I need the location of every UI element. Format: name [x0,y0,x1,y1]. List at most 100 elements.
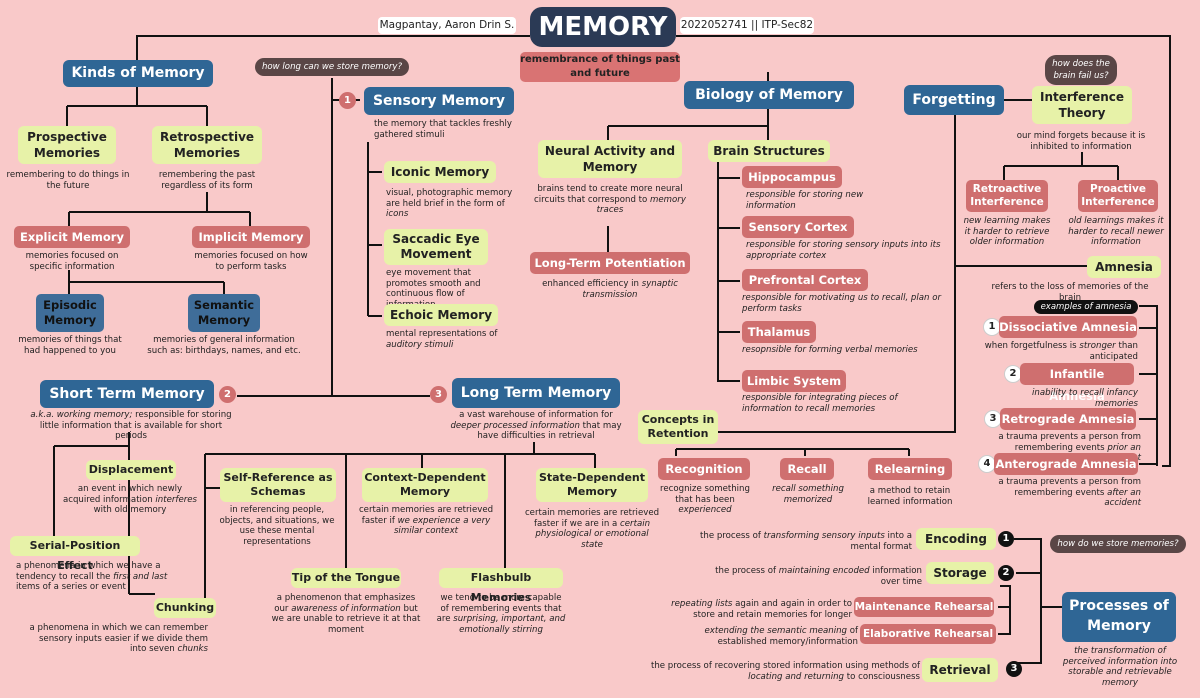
processes-of-memory-title: Processes of Memory [1062,592,1176,642]
self-reference-schemas-desc: in referencing people, objects, and situ… [219,505,335,547]
prospective-memories-desc: remembering to do things in the future [6,170,130,191]
flashbulb-memories-desc: we tend to be more capable of rememberin… [436,593,566,635]
sensory-memory-desc: the memory that tackles freshly gathered… [374,119,512,140]
relearning-desc: a method to retain learned information [867,486,953,507]
context-dependent-memory-label: Context-Dependent Memory [362,468,488,502]
recognition-label: Recognition [658,458,750,480]
short-term-memory-desc: a.k.a. working memory; responsible for s… [30,410,232,441]
relearning-label: Relearning [868,458,952,480]
concepts-in-retention-label: Concepts in Retention [638,410,718,444]
dissociative-amnesia-label: Dissociative Amnesia [999,316,1137,338]
retrograde-amnesia-label: Retrograde Amnesia [1000,408,1136,430]
hippocampus-desc: responsible for storing new information [746,190,864,211]
retrospective-memories-desc: remembering the past regardless of its f… [158,170,256,191]
processes-of-memory-desc: the transformation of perceived informat… [1062,646,1178,688]
interference-theory-label: Interference Theory [1032,86,1132,124]
retrieval-desc: the process of recovering stored informa… [650,661,920,682]
self-reference-schemas-label: Self-Reference as Schemas [220,468,336,502]
limbic-system-label: Limbic System [742,370,846,392]
proactive-interference-label: Proactive Interference [1078,180,1158,212]
maintenance-rehearsal-label: Maintenance Rehearsal [854,597,994,617]
retroactive-interference-desc: new learning makes it harder to retrieve… [963,216,1051,247]
infantile-amnesia-desc: inability to recall infancy memories [1032,388,1138,409]
short-term-memory-title: Short Term Memory [40,380,214,408]
sensory-number-badge: 1 [339,92,356,109]
storage-duration-question: how long can we store memory? [255,58,409,76]
long-term-memory-title: Long Term Memory [452,378,620,408]
store-memories-question: how do we store memories? [1050,535,1186,553]
short-term-number-badge: 2 [219,386,236,403]
iconic-memory-label: Iconic Memory [384,161,496,183]
storage-desc: the process of maintaining encoded infor… [715,566,922,587]
explicit-memory-label: Explicit Memory [14,226,130,248]
displacement-label: Displacement [86,460,176,480]
flashbulb-memories-label: Flashbulb Memories [439,568,563,604]
thalamus-label: Thalamus [742,321,816,343]
tip-of-the-tongue-label: Tip of the Tongue [291,568,401,588]
context-dependent-memory-desc: certain memories are retrieved faster if… [358,505,494,536]
retrograde-number-badge: 3 [984,410,1002,428]
state-dependent-memory-label: State-Dependent Memory [536,468,648,502]
brain-fail-question: how does the brain fail us? [1045,55,1117,85]
forgetting-title: Forgetting [904,85,1004,115]
encoding-label: Encoding [916,528,996,550]
thalamus-desc: resopnsible for forming verbal memories [742,345,918,355]
recall-label: Recall [780,458,834,480]
anterograde-amnesia-label: Anterograde Amnesia [994,453,1138,475]
retrieval-number-badge: 3 [1006,661,1022,677]
anterograde-amnesia-desc: a trauma prevents a person from remember… [998,477,1141,508]
chunking-desc: a phenomena in which we can remember sen… [29,623,208,654]
semantic-memory-label: Semantic Memory [188,294,260,332]
elaborative-rehearsal-label: Elaborative Rehearsal [860,624,996,644]
neural-activity-label: Neural Activity and Memory [538,140,682,178]
displacement-desc: an event in which newly acquired informa… [62,484,198,515]
state-dependent-memory-desc: certain memories are retrieved faster if… [524,508,660,550]
semantic-memory-desc: memories of general information such as:… [147,335,301,356]
maintenance-rehearsal-desc: repeating lists again and again in order… [671,599,852,620]
student-id-label: 2022052741 || ITP-Sec82 [680,17,814,34]
sensory-cortex-desc: responsible for storing sensory inputs i… [746,240,941,261]
dissociative-amnesia-desc: when forgetfulness is stronger than anti… [984,341,1138,362]
amnesia-examples-badge: examples of amnesia [1034,300,1138,314]
title-subtitle: remembrance of things past and future [520,52,680,82]
retroactive-interference-label: Retroactive Interference [966,180,1048,212]
long-term-memory-desc: a vast warehouse of information for deep… [450,410,622,441]
retrieval-label: Retrieval [922,658,998,682]
tip-of-the-tongue-desc: a phenomenon that emphasizes our awarene… [271,593,421,635]
long-term-number-badge: 3 [430,386,447,403]
kinds-of-memory-title: Kinds of Memory [63,60,213,87]
interference-theory-desc: our mind forgets because it is inhibited… [1016,131,1146,152]
limbic-system-desc: responsible for integrating pieces of in… [742,393,898,414]
amnesia-label: Amnesia [1087,256,1161,278]
recognition-desc: recognize something that has been experi… [660,484,750,515]
echoic-memory-desc: mental representations of auditory stimu… [386,329,498,350]
sensory-memory-title: Sensory Memory [364,87,514,115]
neural-activity-desc: brains tend to create more neural circui… [534,184,686,215]
saccadic-eye-movement-label: Saccadic Eye Movement [384,229,488,265]
hippocampus-label: Hippocampus [742,166,842,188]
recall-desc: recall something memorized [772,484,844,505]
long-term-potentiation-label: Long-Term Potentiation [530,252,690,274]
retrospective-memories-label: Retrospective Memories [152,126,262,164]
episodic-memory-desc: memories of things that had happened to … [18,335,122,356]
prefrontal-cortex-desc: responsible for motivating us to recall,… [742,293,942,314]
elaborative-rehearsal-desc: extending the semantic meaning of establ… [704,626,858,647]
iconic-memory-desc: visual, photographic memory are held bri… [386,188,513,219]
serial-position-effect-label: Serial-Position Effect [10,536,140,572]
long-term-potentiation-desc: enhanced efficiency in synaptic transmis… [542,279,678,300]
infantile-amnesia-label: Infantile Amnesia [1020,363,1134,403]
encoding-desc: the process of transforming sensory inpu… [700,531,912,552]
brain-structures-label: Brain Structures [708,140,830,162]
storage-number-badge: 2 [998,565,1014,581]
serial-position-effect-desc: a phenomena in which we have a tendency … [16,561,168,592]
author-label: Magpantay, Aaron Drin S. [378,17,516,34]
implicit-memory-label: Implicit Memory [192,226,310,248]
storage-label: Storage [926,562,994,584]
amnesia-desc: refers to the loss of memories of the br… [991,282,1149,303]
proactive-interference-desc: old learnings makes it harder to recall … [1068,216,1164,247]
episodic-memory-label: Episodic Memory [36,294,104,332]
echoic-memory-label: Echoic Memory [384,304,498,326]
sensory-cortex-label: Sensory Cortex [742,216,854,238]
explicit-memory-desc: memories focused on specific information [25,251,119,272]
